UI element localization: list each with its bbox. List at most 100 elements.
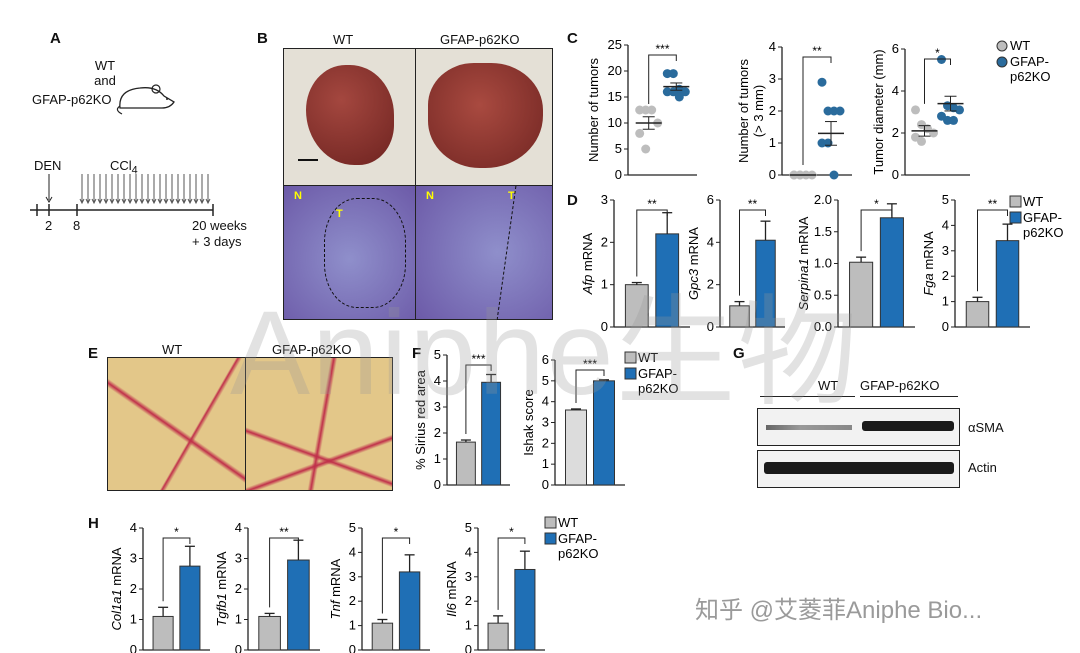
significance-bracket	[497, 537, 526, 610]
ccl4-arrowhead	[157, 198, 163, 205]
significance-stars: **	[647, 197, 657, 211]
panel-label-f: F	[412, 345, 422, 362]
ccl4-arrowhead	[109, 198, 115, 205]
bar-ko	[514, 568, 536, 651]
legend-marker-ko	[1009, 211, 1022, 224]
bar-wt	[258, 615, 281, 651]
y-axis-label: Gpc3 mRNA	[686, 227, 701, 300]
y-tick-label: 0	[542, 477, 549, 492]
significance-bracket	[636, 209, 668, 277]
e-col-wt: WT	[162, 342, 183, 357]
y-tick-label: 3	[769, 71, 776, 86]
bar-ko	[287, 559, 310, 651]
footer-watermark: 知乎 @艾菱菲Aniphe Bio...	[695, 597, 983, 624]
y-tick-label: 1	[542, 456, 549, 471]
gene-name: Afp	[580, 275, 595, 296]
histology-ko: N T	[415, 185, 553, 320]
y-axis-label: Tumor diameter (mm)	[871, 49, 886, 174]
legend-marker-wt	[996, 40, 1008, 52]
y-label-text: mRNA	[921, 231, 936, 273]
ccl4-arrowhead	[163, 198, 169, 205]
gene-name: Gpc3	[686, 268, 701, 300]
y-tick-label: 0	[465, 642, 472, 653]
y-axis-label: % Sirius red area	[413, 369, 428, 469]
gene-name: Col1a1	[109, 589, 124, 630]
y-tick-label: 4	[349, 544, 356, 559]
ccl4-label: CCl4	[110, 158, 138, 177]
legend-label-ko: GFAP-	[638, 366, 677, 381]
legend-label-ko-2: p62KO	[558, 546, 598, 561]
legend-label-wt: WT	[558, 515, 578, 530]
y-axis-label: Tgfb1 mRNA	[214, 551, 229, 626]
significance-stars: *	[174, 525, 179, 539]
end-label-2: + 3 days	[192, 234, 242, 249]
tick-8: 8	[73, 218, 81, 233]
ccl4-arrowhead	[121, 198, 127, 205]
ccl4-arrowhead	[205, 198, 211, 205]
significance-stars: **	[748, 197, 758, 211]
y-label-text: mRNA	[580, 232, 595, 274]
y-axis-label: Number of tumors	[586, 57, 601, 162]
y-tick-label: 0	[235, 642, 242, 653]
y-tick-label: 1	[130, 612, 137, 627]
y-tick-label: 3	[349, 569, 356, 584]
panel-label-c: C	[567, 30, 578, 47]
end-label-1: 20 weeks	[192, 218, 247, 233]
point-wt	[917, 136, 926, 146]
panel-label-e: E	[88, 345, 99, 362]
blot-actin	[757, 450, 960, 488]
significance-stars: ***	[471, 352, 485, 366]
y-axis-label-2: (> 3 mm)	[751, 85, 766, 137]
y-tick-label: 0.5	[814, 287, 832, 302]
b-col-wt: WT	[333, 32, 354, 47]
y-tick-label: 0.0	[814, 319, 832, 334]
watermark: Aniphe生物	[230, 286, 860, 420]
ccl4-text: CCl	[110, 158, 132, 173]
y-axis-label: Il6 mRNA	[444, 561, 459, 617]
legend-label-ko-2: p62KO	[638, 381, 678, 396]
y-tick-label: 2	[542, 435, 549, 450]
ccl4-arrowhead	[187, 198, 193, 205]
point-ko	[817, 77, 827, 87]
gene-name: Il6	[444, 602, 459, 617]
y-axis-label: Fga mRNA	[921, 231, 936, 296]
y-tick-label: 5	[942, 192, 949, 207]
ccl4-arrowhead	[133, 198, 139, 205]
bar-ko	[179, 565, 201, 651]
histology-wt: N T	[283, 185, 416, 320]
y-tick-label: 2	[601, 234, 608, 249]
y-axis-label: Ishak score	[521, 389, 536, 455]
ccl4-arrowhead	[85, 198, 91, 205]
y-label-text: mRNA	[686, 227, 701, 269]
y-label-text: Number of tumors	[736, 58, 751, 163]
panel-label-d: D	[567, 192, 578, 209]
point-ko	[955, 105, 964, 115]
significance-bracket	[924, 58, 951, 104]
significance-bracket	[977, 209, 1008, 292]
ko-bracket	[860, 396, 958, 397]
bar-ko	[879, 217, 904, 328]
bar-ko	[398, 571, 421, 651]
y-tick-label: 2	[465, 593, 472, 608]
ccl4-arrowhead	[139, 198, 145, 205]
significance-stars: *	[935, 46, 940, 60]
legend-label-wt: WT	[1010, 38, 1030, 53]
significance-bracket	[739, 209, 766, 296]
significance-bracket	[465, 364, 492, 435]
y-tick-label: 3	[235, 551, 242, 566]
point-wt	[641, 144, 651, 154]
legend-marker-ko	[996, 56, 1008, 68]
point-ko	[668, 69, 678, 79]
